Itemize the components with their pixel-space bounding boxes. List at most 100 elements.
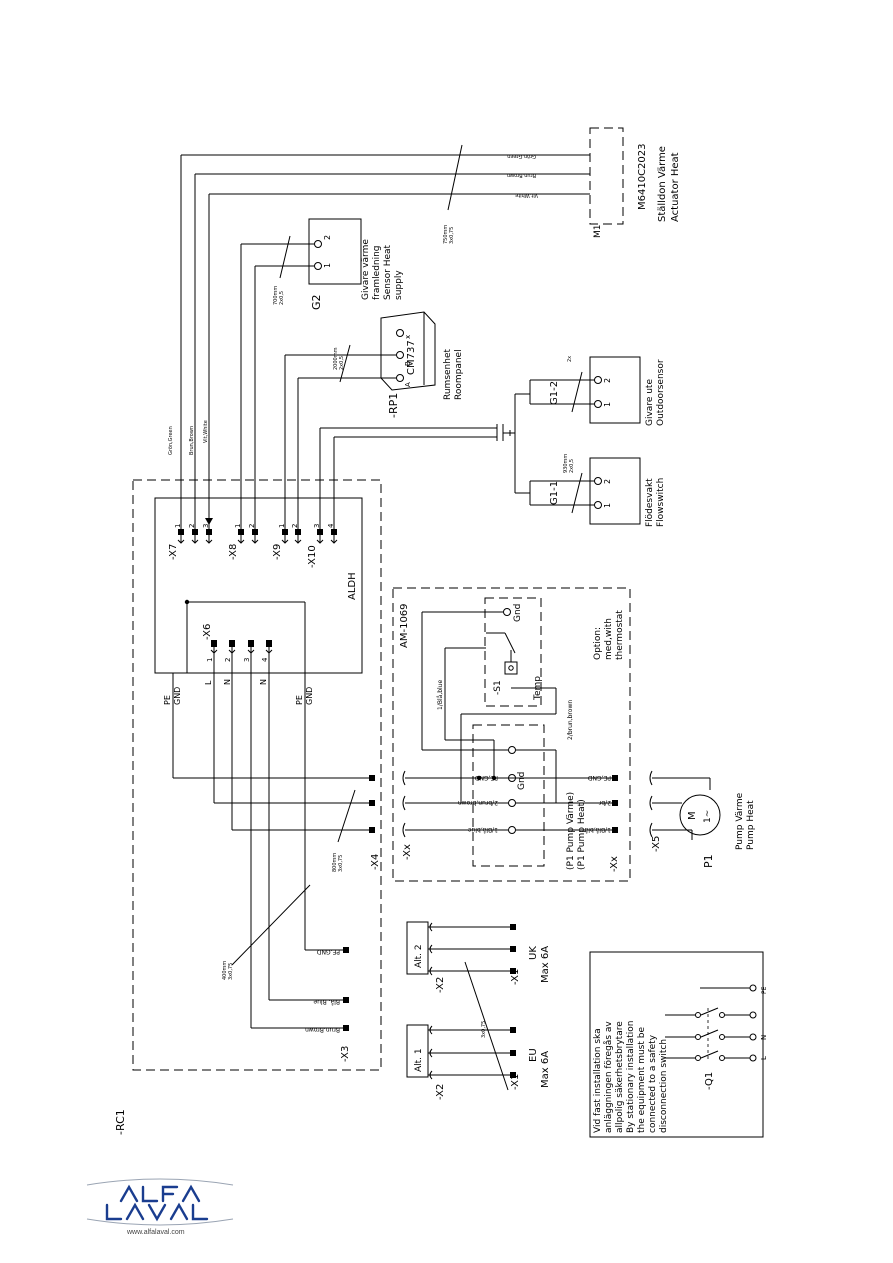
- actuator-wiring: [180, 127, 624, 535]
- g2-desc-4: supply: [394, 270, 404, 300]
- s1-label: -S1: [493, 680, 503, 695]
- x8-terminals: [237, 529, 259, 544]
- p1-note-en: (P1 Pump Heat): [577, 799, 587, 870]
- g11-term-1: 1: [603, 503, 612, 508]
- xx2-brown: 2/br: [598, 799, 611, 806]
- power-wiring: [172, 653, 375, 1031]
- x3-pe-gnd: PE,GND: [317, 948, 340, 955]
- wire-label-green: Grön,Green: [507, 153, 536, 159]
- cable-800: 800mm: [332, 853, 338, 872]
- g2-desc-1: Givare värme: [361, 239, 371, 300]
- pump-desc-sv: Pump Värme: [735, 792, 745, 850]
- x1-label-b: -X1: [510, 969, 521, 985]
- am-wire-brown: 2/brun,brown: [567, 700, 574, 740]
- x3-label: -X3: [340, 1046, 351, 1062]
- xx2-pe-gnd: PE,GND: [588, 774, 611, 781]
- wire-label-brown: Brun,Brown: [507, 172, 536, 178]
- g12-desc-sv: Givare ute: [645, 379, 655, 426]
- x3-blue: Blå, Blue: [313, 998, 340, 1005]
- temp-label: Temp: [533, 676, 543, 701]
- x6-t4: 4: [261, 657, 269, 662]
- g12-term-1: 1: [603, 402, 612, 407]
- alfa-laval-logo-icon: [86, 1178, 234, 1226]
- wire-label-white: Vit,White: [515, 192, 538, 198]
- option-2: med,with: [604, 618, 614, 660]
- note-line-7: disconnection switch: [659, 1039, 669, 1133]
- motor-phase: 1~: [703, 810, 713, 823]
- option-3: thermostat: [615, 610, 625, 660]
- x8-label: -X8: [228, 544, 239, 560]
- g11-desc-en: Flowswitch: [656, 478, 666, 527]
- q-term-l: L: [760, 1056, 768, 1060]
- xx-brown: 2/brun,brown: [458, 799, 498, 806]
- g12-label: G1-2: [549, 381, 560, 405]
- eu-fuse: Max 6A: [540, 1051, 551, 1088]
- actuator-label-sv: Ställdon Värme: [657, 146, 668, 222]
- x6-t3: 3: [243, 658, 251, 662]
- wire-label-green-v: Grön,Green: [168, 426, 174, 455]
- motor-m: M: [687, 811, 698, 820]
- actuator-code: M6410C2023: [637, 143, 648, 210]
- x6-t2: 2: [224, 658, 232, 662]
- x7-t2: 2: [188, 524, 196, 528]
- alt2-label: Alt. 2: [414, 944, 424, 968]
- alfa-laval-logo: [85, 1175, 235, 1245]
- g2-desc-3: Sensor Heat: [383, 244, 393, 300]
- q-term-n: N: [760, 1035, 768, 1040]
- s1-gnd: Gnd: [513, 604, 523, 622]
- x8-t2: 2: [248, 524, 256, 528]
- g11-desc-sv: Flödesvakt: [645, 478, 655, 527]
- g2-label: G2: [310, 294, 323, 310]
- g12-desc-en: Outdoorsensor: [656, 359, 666, 426]
- x7-t1: 1: [174, 524, 182, 528]
- safety-switch-box: [589, 951, 764, 1138]
- xx-blue: 1/Blå,blue: [468, 826, 498, 833]
- rp1-desc-en: Roompanel: [454, 349, 464, 400]
- q-term-pe: PE: [761, 986, 768, 994]
- rc1-enclosure: [132, 479, 382, 1071]
- cable-2000: 2000mm: [333, 347, 339, 370]
- x10-t3: 3: [313, 524, 321, 528]
- g2-term-1: 1: [323, 263, 332, 268]
- cable-2x: 2x: [567, 356, 573, 362]
- rp-term-b: B: [404, 361, 412, 366]
- cable-400-spec: 3x0,75: [228, 963, 234, 980]
- g2-sensor: [240, 218, 362, 535]
- cable-930: 930mm: [563, 454, 569, 473]
- cm737-label: CM737: [406, 340, 417, 375]
- wire-label-brown-v: Brun,Brown: [189, 426, 195, 455]
- x9-t1: 1: [278, 524, 286, 528]
- rp1-desc-sv: Rumsenhet: [443, 349, 453, 400]
- logo-url: www.alfalaval.com: [127, 1229, 185, 1236]
- rp-term-x: x: [404, 335, 412, 339]
- x6-terminals: [210, 640, 273, 654]
- rp1-label: -RP1: [387, 393, 400, 418]
- cable-700: 700mm: [273, 286, 279, 305]
- x9-t2: 2: [291, 524, 299, 528]
- actuator-label-en: Actuator Heat: [670, 152, 681, 222]
- eu-label: EU: [528, 1048, 539, 1062]
- term-l: L: [204, 680, 213, 685]
- cable-700-spec: 2x0,5: [279, 291, 285, 305]
- x9-terminals: [281, 529, 302, 544]
- m1-label: M1: [593, 225, 603, 239]
- rc1-label: -RC1: [114, 1109, 127, 1135]
- p1-label: P1: [702, 854, 715, 868]
- note-line-5: the equipment must be: [637, 1027, 647, 1133]
- term-gnd: GND: [173, 687, 182, 705]
- x5-label: -X5: [651, 836, 662, 852]
- xx2-blue: 1/Blå,blå: [584, 826, 611, 833]
- uk-fuse: Max 6A: [540, 946, 551, 983]
- note-line-3: allpolig säkerhetsbrytare: [615, 1021, 625, 1133]
- g1-sensors: [319, 356, 641, 535]
- x1-label-a: -X1: [510, 1074, 521, 1090]
- x8-t1: 1: [234, 524, 242, 528]
- term-gnd2: GND: [305, 687, 314, 705]
- note-line-2: anläggningen föregås av: [603, 1021, 614, 1133]
- x3-brown: Brun,Brown: [305, 1026, 340, 1033]
- cable-800-spec: 3x0,75: [338, 855, 344, 872]
- x6-t1: 1: [206, 658, 214, 662]
- x10-label: -X10: [307, 545, 318, 568]
- x2-label-b: -X2: [435, 977, 446, 993]
- cable-3x075: 3x0,75: [481, 1021, 487, 1038]
